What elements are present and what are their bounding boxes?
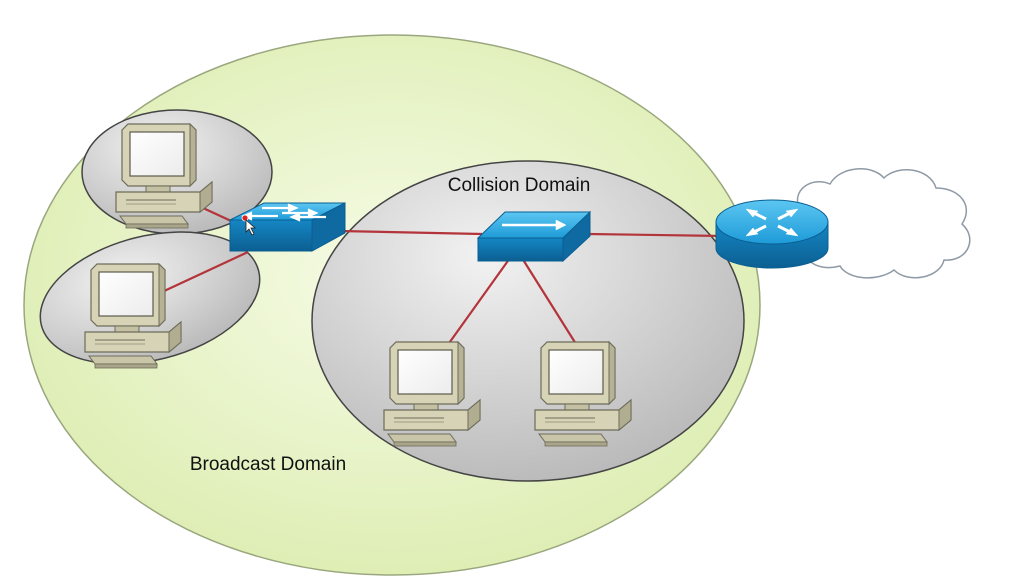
hub-icon xyxy=(476,210,592,263)
link-hub-pc4 xyxy=(521,257,577,345)
link-switch-hub xyxy=(339,229,483,236)
switch-icon xyxy=(229,202,346,252)
internet-cloud xyxy=(788,168,971,279)
collision-domain-main xyxy=(311,160,745,482)
link-hub-router xyxy=(587,232,725,238)
link-hub-pc3 xyxy=(446,257,511,347)
router-icon xyxy=(715,199,829,269)
link-pc2-switch xyxy=(161,251,249,293)
collision-domain-label: Collision Domain xyxy=(448,175,591,196)
broadcast-domain-label: Broadcast Domain xyxy=(190,454,346,475)
